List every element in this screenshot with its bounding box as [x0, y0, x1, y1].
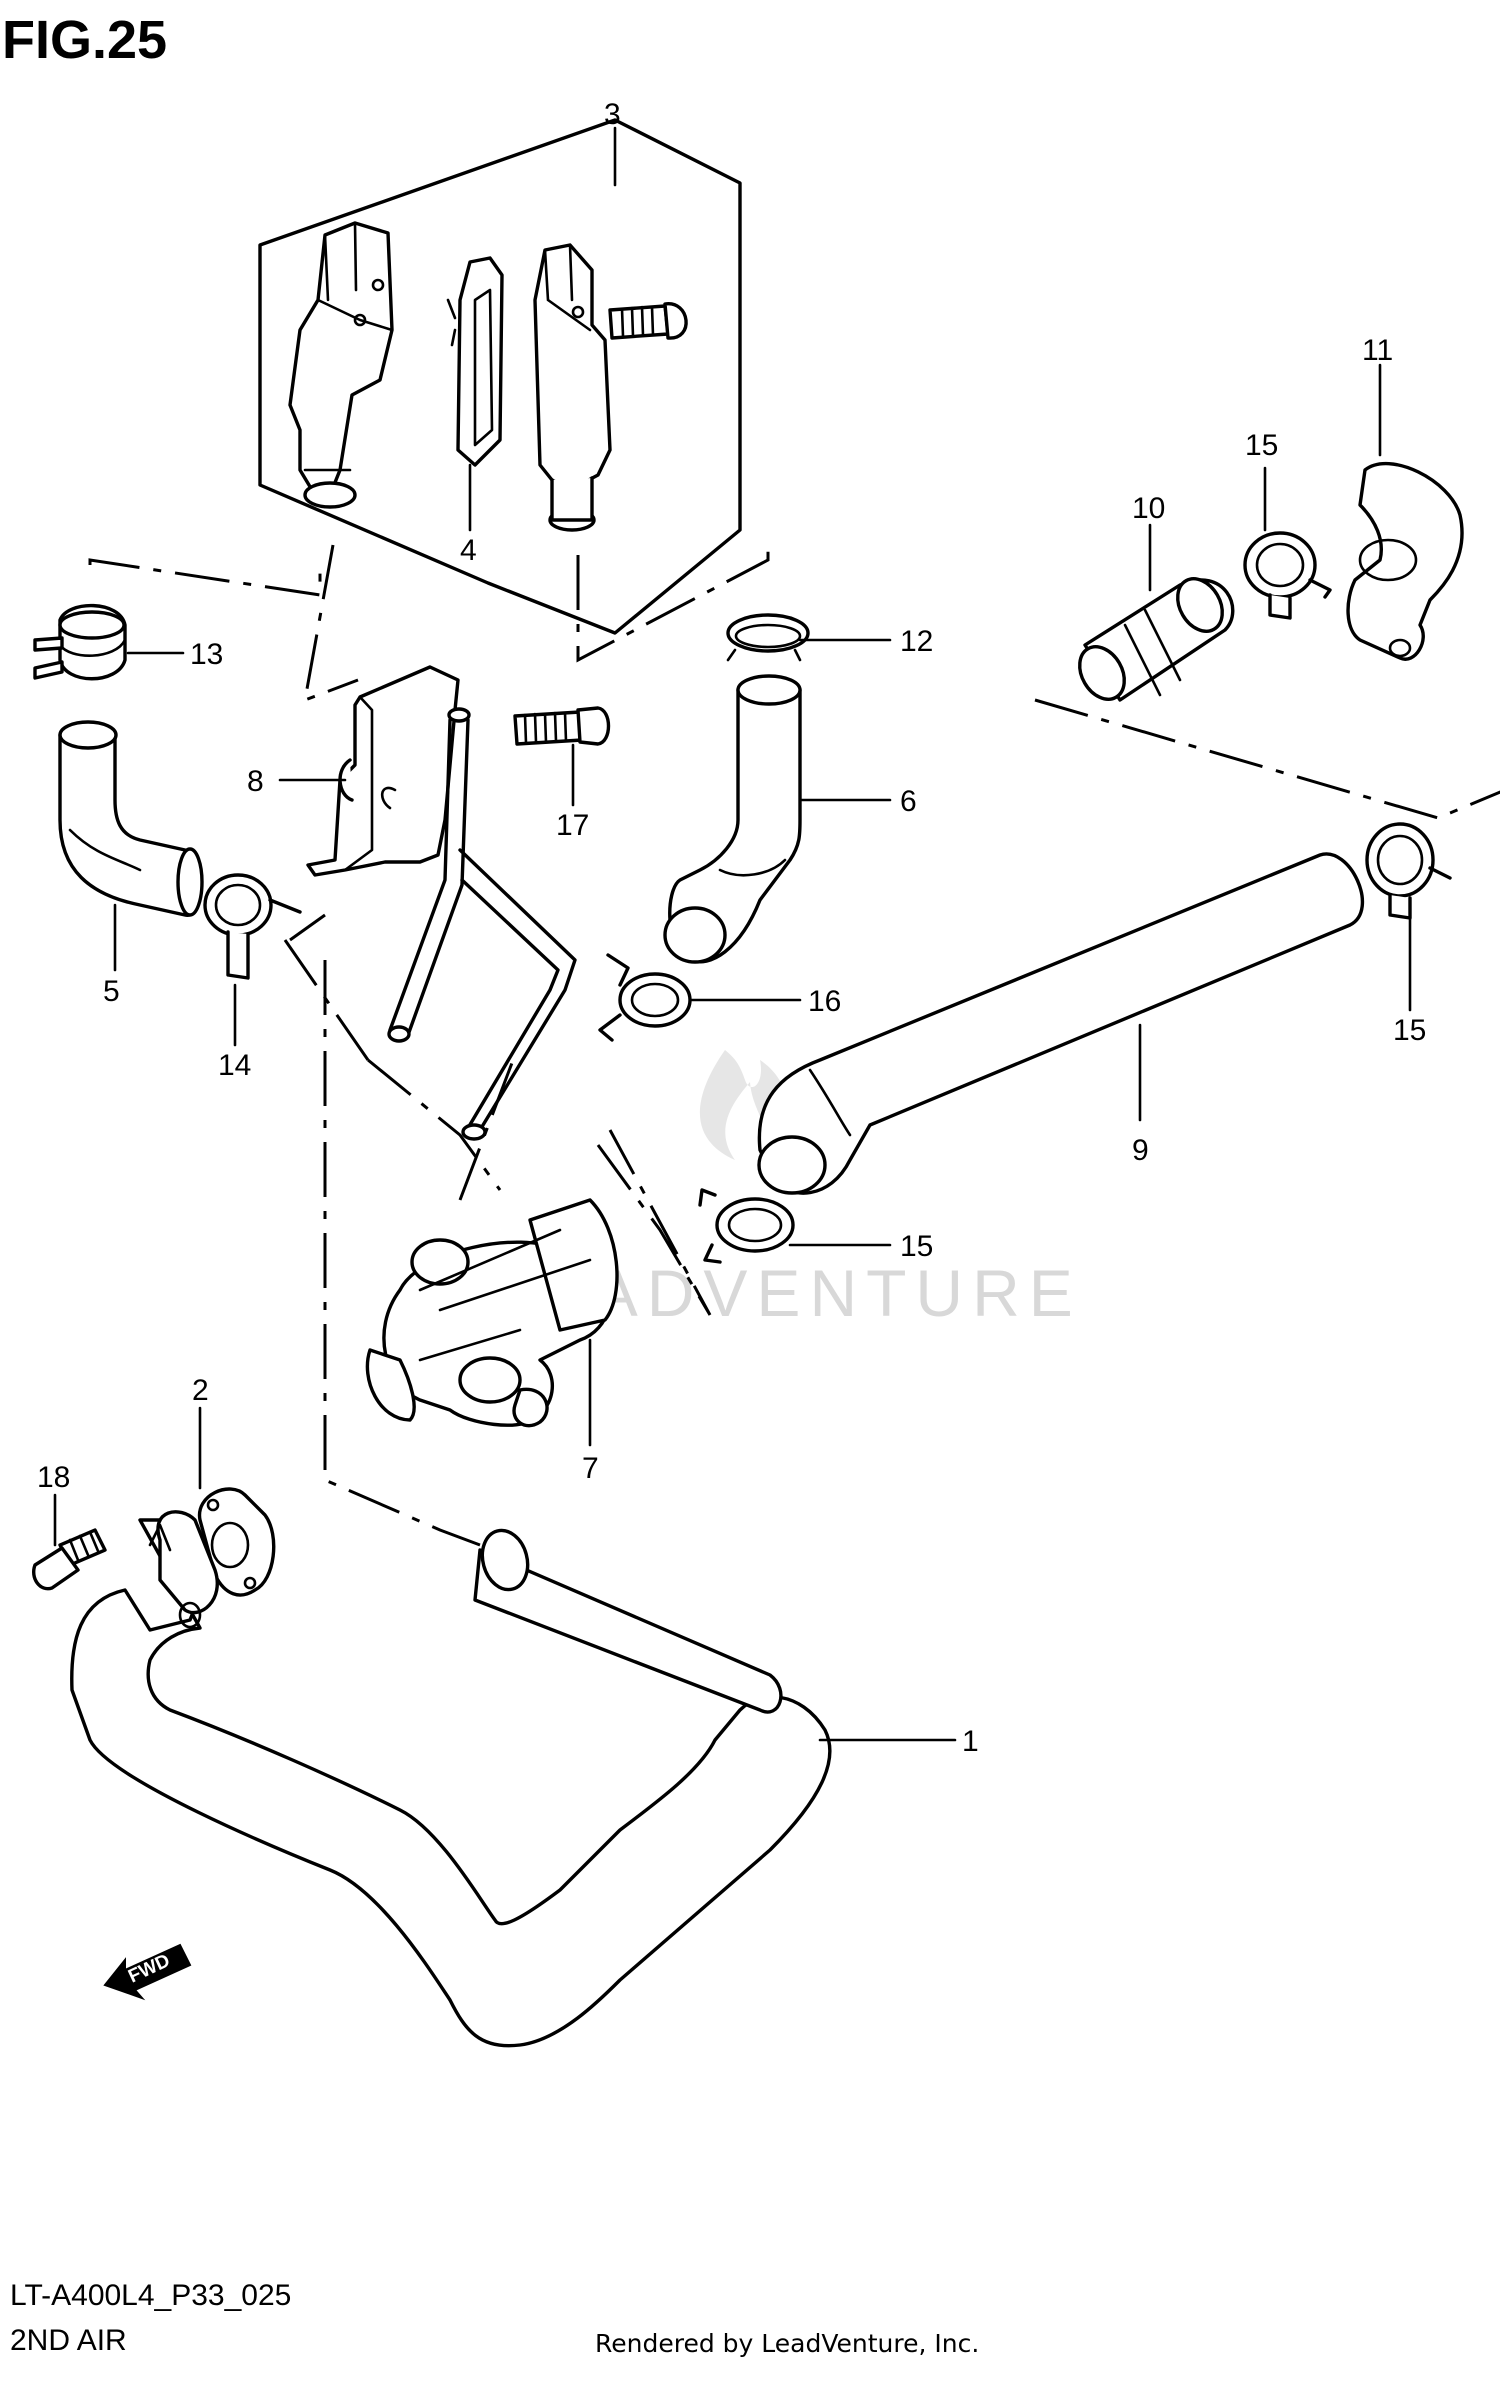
callout-10: 10 — [1132, 492, 1165, 525]
callout-5: 5 — [103, 975, 120, 1008]
model-code: LT-A400L4_P33_025 — [10, 2279, 291, 2312]
solenoid-valve — [365, 1198, 619, 1428]
bolt-17 — [513, 706, 611, 746]
callout-9: 9 — [1132, 1134, 1149, 1167]
clamp-ring-12 — [726, 613, 810, 662]
callout-14: 14 — [218, 1049, 251, 1082]
section-name: 2ND AIR — [10, 2324, 127, 2357]
credit-line: Rendered by LeadVenture, Inc. — [595, 2329, 979, 2358]
hose-5 — [58, 720, 204, 917]
callout-15b: 15 — [1393, 1014, 1426, 1047]
callout-1: 1 — [962, 1725, 979, 1758]
bracket — [306, 665, 577, 1141]
callout-15c: 15 — [900, 1230, 933, 1263]
leader-lines — [53, 126, 1412, 1742]
assembly-guide-lines — [88, 544, 1500, 1547]
callout-18: 18 — [37, 1461, 70, 1494]
callout-2: 2 — [192, 1374, 209, 1407]
callout-16: 16 — [808, 985, 841, 1018]
callout-labels: 3 4 13 12 15 11 10 8 6 17 5 14 16 15 9 1… — [37, 98, 1426, 1758]
callout-7: 7 — [582, 1452, 599, 1485]
hose-9 — [757, 852, 1364, 1195]
joint-10 — [1078, 577, 1235, 702]
callout-17: 17 — [556, 809, 589, 842]
callout-4: 4 — [460, 534, 477, 567]
callout-15a: 15 — [1245, 429, 1278, 462]
gasket — [197, 1487, 276, 1597]
hose-1 — [70, 1510, 832, 2048]
clamp-15-right — [1365, 822, 1452, 920]
hose-6 — [663, 674, 802, 964]
clamp-15-top — [1243, 531, 1332, 620]
callout-12: 12 — [900, 625, 933, 658]
cap-11 — [1346, 461, 1464, 661]
callout-13: 13 — [190, 638, 223, 671]
figure-title: FIG.25 — [2, 10, 167, 70]
clamp-15-middle — [698, 1188, 795, 1264]
callout-6: 6 — [900, 785, 917, 818]
fwd-direction-marker: FWD — [103, 1943, 192, 2001]
reed-valve-assembly — [258, 118, 742, 635]
callout-11: 11 — [1362, 334, 1393, 367]
callout-8: 8 — [247, 765, 264, 798]
bolt-18 — [32, 1528, 107, 1591]
clamp-13 — [33, 603, 127, 681]
clamp-16 — [598, 953, 692, 1042]
clamp-14 — [203, 873, 302, 980]
callout-3: 3 — [604, 98, 621, 131]
